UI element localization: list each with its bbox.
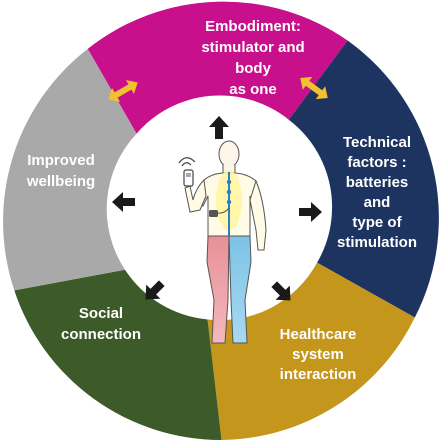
embodiment-line-1: Embodiment: xyxy=(205,18,301,35)
segment-embodiment xyxy=(87,1,348,134)
technical-line-5: type of xyxy=(352,214,402,231)
segment-healthcare xyxy=(207,262,415,440)
social-line-2: connection xyxy=(61,326,141,343)
outward-arrows xyxy=(112,116,322,301)
embodiment-line-4: as one xyxy=(229,81,277,98)
embodiment-line-2: stimulator and xyxy=(201,39,304,56)
healthcare-line-2: system xyxy=(292,346,344,363)
healthcare-line-1: Healthcare xyxy=(280,326,357,343)
label-embodiment: Embodiment: stimulator and body as one xyxy=(201,18,304,98)
technical-line-6: stimulation xyxy=(337,234,417,251)
technical-line-2: factors : xyxy=(347,154,406,171)
technical-line-3: batteries xyxy=(346,174,409,191)
label-wellbeing: Improved wellbeing xyxy=(26,152,95,190)
label-healthcare: Healthcare system interaction xyxy=(280,326,357,383)
arrow-down-right-icon xyxy=(271,281,291,301)
segment-social xyxy=(14,269,222,440)
technical-line-4: and xyxy=(364,194,391,211)
person-with-spinal-stimulator-icon xyxy=(178,140,267,344)
arrow-down-left-icon xyxy=(145,280,165,300)
label-social: Social connection xyxy=(61,305,141,343)
ring xyxy=(3,1,439,440)
healthcare-line-3: interaction xyxy=(280,366,357,383)
double-arrow-left-icon xyxy=(108,80,138,102)
segment-technical xyxy=(288,40,439,318)
label-technical: Technical factors : batteries and type o… xyxy=(337,134,417,251)
social-line-1: Social xyxy=(79,305,123,322)
arrow-left-icon xyxy=(112,192,135,212)
wellbeing-line-1: Improved xyxy=(27,152,95,169)
technical-line-1: Technical xyxy=(343,134,411,151)
wellbeing-line-2: wellbeing xyxy=(26,173,95,190)
arrow-up-icon xyxy=(209,116,229,139)
double-arrows xyxy=(108,76,328,102)
embodiment-line-3: body xyxy=(235,60,271,77)
double-arrow-right-icon xyxy=(300,76,328,100)
segment-wellbeing xyxy=(3,48,137,291)
arrow-right-icon xyxy=(299,202,322,222)
